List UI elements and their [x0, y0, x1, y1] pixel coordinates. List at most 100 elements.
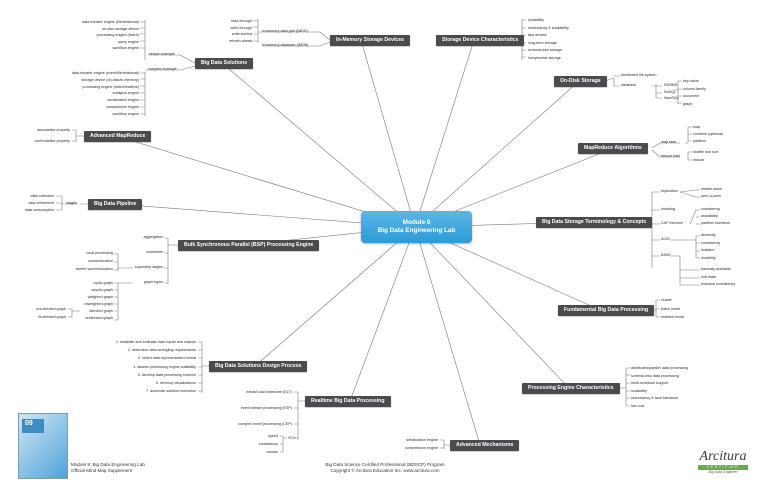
leaf-combiners: combiners	[145, 250, 163, 254]
footer-left-line1: Module 9: Big Data Engineering Lab	[71, 462, 145, 467]
node-storage-terminology[interactable]: Big Data Storage Terminology & Concepts	[536, 217, 653, 228]
leaf: scalability	[528, 18, 544, 22]
leaf: refresh-ahead	[229, 38, 252, 43]
leaf-dfs: distributed file system	[621, 73, 657, 77]
leaf: serialization engine	[107, 98, 139, 103]
leaf-database: database	[621, 83, 637, 87]
leaf-list-replication: master-slave peer-to-peer	[701, 187, 722, 201]
link-design	[254, 226, 416, 367]
leaf: consistency	[701, 240, 721, 245]
node-storage-device-characteristics[interactable]: Storage Device Characteristics	[436, 35, 525, 46]
node-realtime-processing[interactable]: Realtime Big Data Processing	[305, 396, 391, 407]
node-advanced-mechanisms[interactable]: Advanced Mechanisms	[450, 440, 520, 451]
leaf-esp: event stream processing (ESP)	[240, 406, 292, 410]
link-mechanisms	[414, 226, 481, 446]
book-label: 09	[25, 420, 33, 427]
leaf: workflow engine	[112, 46, 139, 50]
link-ondisk	[414, 81, 579, 228]
leaf-list-imdg-ops: read-through write-through write-behind …	[210, 19, 252, 45]
node-big-data-pipeline[interactable]: Big Data Pipeline	[88, 199, 143, 210]
leaf: redundancy & fault tolerance	[631, 396, 678, 401]
leaf: graph	[683, 101, 693, 106]
leaf: storage device (on-disk/in-memory)	[81, 77, 139, 82]
brand-certified-bar: CERTIFIED	[698, 465, 748, 470]
leaf-list-acid: atomicity consistency isolation durabili…	[701, 233, 720, 263]
leaf-list-design: 1. establish and evaluate data inputs an…	[60, 340, 196, 397]
leaf: barrier synchronization	[75, 267, 113, 271]
leaf-map-task: map task	[661, 140, 676, 144]
leaf: compression engine	[404, 446, 438, 450]
leaf: processing engine (batch)	[96, 33, 139, 37]
leaf: data consumption	[24, 208, 54, 212]
leaf: combine (optional)	[693, 132, 724, 136]
node-design-process[interactable]: Big Data Solutions Design Process	[209, 361, 308, 372]
leaf: bi-directed graph	[38, 315, 66, 319]
leaf: consistency	[258, 442, 278, 446]
leaf: low cost	[631, 403, 645, 408]
node-fundamental-processing[interactable]: Fundamental Big Data Processing	[558, 305, 655, 316]
leaf: schema-less storage	[528, 48, 563, 52]
leaf-scv: SCV	[288, 436, 296, 440]
leaf: query engine	[117, 39, 139, 44]
leaf: 4. assess processing engine suitability	[133, 364, 196, 369]
center-line2: Big Data Engineering Lab	[377, 227, 456, 234]
leaf: soft state	[701, 274, 716, 279]
leaf-etl: extract load transform (ELT)	[246, 390, 292, 394]
leaf-list-simple: data transfer engine (file/relational) o…	[40, 20, 139, 53]
leaf: analytics engine	[112, 91, 139, 96]
leaf-list-storage-chars: scalability redundancy & availability fa…	[528, 18, 569, 63]
center-line1: Module 9	[402, 219, 431, 226]
leaf-imdg: in-memory data grid (IMDG)	[262, 29, 308, 33]
leaf: write-behind	[231, 32, 252, 36]
leaf: cyclic graph	[93, 281, 113, 285]
leaf-simple-example: simple example	[149, 52, 175, 56]
leaf: multi-workload support	[631, 381, 669, 386]
leaf: 7. automate solution execution	[145, 389, 196, 394]
leaf-list-nosql-types: key-value column-family document graph	[683, 79, 706, 109]
node-on-disk-storage[interactable]: On-Disk Storage	[554, 76, 607, 87]
leaf-cap: CAP theorem	[661, 221, 684, 225]
leaf: data transfer engine (event/file/relatio…	[71, 71, 139, 75]
leaf: cluster	[661, 298, 672, 302]
node-processing-characteristics[interactable]: Processing Engine Characteristics	[522, 383, 620, 394]
leaf: peer-to-peer	[701, 194, 722, 198]
leaf-list-pipeline: data collection data refinement data con…	[0, 194, 54, 215]
leaf: directed graph	[89, 309, 113, 313]
leaf-stages: stages	[66, 201, 77, 205]
link-realtime	[349, 226, 416, 402]
leaf-sharding: sharding	[661, 207, 676, 211]
leaf: column-family	[683, 86, 706, 91]
footer-left-line2: Official Mind Map Supplement	[71, 468, 133, 473]
leaf: basically available	[701, 267, 731, 271]
leaf-cep: complex event processing (CEP)	[238, 422, 292, 426]
node-mapreduce-algorithms[interactable]: MapReduce Algorithms	[578, 143, 648, 154]
leaf: schema-less data processing	[631, 373, 679, 378]
node-in-memory-storage[interactable]: In-Memory Storage Devices	[330, 35, 411, 46]
brand-tagline: Big Data Engineer	[708, 470, 738, 474]
leaf: map	[693, 125, 701, 129]
leaf-rdbms: RDBMS	[664, 83, 678, 87]
leaf: fast access	[528, 33, 547, 37]
leaf: scalability	[631, 388, 647, 393]
node-advanced-mapreduce[interactable]: Advanced MapReduce	[84, 131, 152, 142]
leaf: partition	[693, 139, 707, 143]
leaf-acid: ACID	[661, 237, 670, 241]
leaf-reduce-task: reduce task	[661, 154, 681, 158]
leaf: inexpensive storage	[528, 55, 561, 60]
leaf-list-mechanisms: serialization engine compression engine	[390, 438, 438, 454]
center-topic[interactable]: Module 9 Big Data Engineering Lab	[361, 211, 472, 243]
leaf: data refinement	[28, 201, 54, 205]
book-stripe	[22, 419, 44, 433]
leaf: workflow engine	[112, 111, 139, 116]
leaf: document	[683, 94, 700, 98]
node-big-data-solutions[interactable]: Big Data Solutions	[195, 58, 254, 69]
leaf-list-complex: data transfer engine (event/file/relatio…	[30, 71, 139, 119]
leaf: serialization engine	[406, 438, 438, 442]
leaf-superstep: superstep stages	[134, 265, 163, 269]
leaf: compression engine	[105, 104, 139, 109]
leaf: on-disk storage device	[102, 26, 139, 31]
leaf-list-map-items: map combine (optional) partition	[693, 125, 723, 146]
leaf: availability	[701, 214, 719, 218]
leaf-list-base: basically available soft state eventual …	[701, 267, 735, 290]
node-bsp-engine[interactable]: Bulk Synchronous Parallel (BSP) Processi…	[178, 240, 320, 251]
